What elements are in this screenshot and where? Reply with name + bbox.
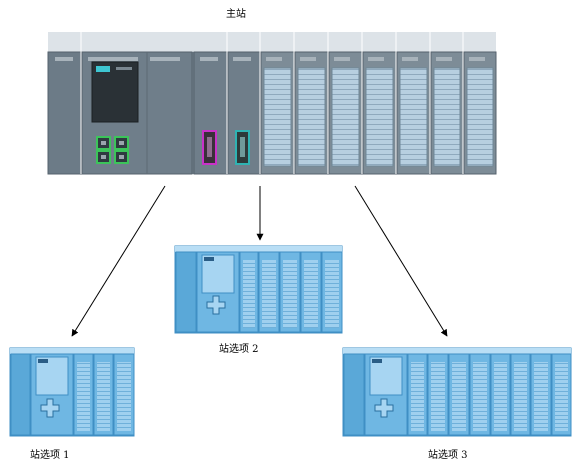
power-supply-module [47, 51, 82, 175]
cpu-module [81, 51, 193, 175]
io-module-4 [294, 51, 329, 175]
option-1-label: 站选项 1 [30, 450, 70, 461]
slot-separators [80, 32, 464, 174]
io-module-8 [430, 51, 464, 175]
option-3-rack [342, 347, 572, 437]
arrow-to-option-3 [354, 185, 448, 337]
option-2-rack [174, 245, 343, 334]
io-module-5 [328, 51, 363, 175]
io-module-3 [260, 51, 295, 175]
cpu-ethernet-ports [96, 136, 129, 164]
comm-module-magenta [193, 51, 228, 175]
master-station-title: 主站 [226, 9, 246, 20]
io-module-9 [463, 51, 497, 175]
rack-header-band [48, 32, 496, 52]
io-modules [260, 51, 497, 175]
io-module-6 [362, 51, 397, 175]
arrow-to-option-1 [71, 185, 166, 337]
option-1-rack [9, 347, 135, 437]
option-2-label: 站选项 2 [219, 344, 259, 355]
main-rack [47, 32, 497, 175]
option-3-label: 站选项 3 [428, 450, 468, 461]
comm-module-teal [227, 51, 261, 175]
connection-arrows [71, 185, 448, 337]
io-module-7 [396, 51, 431, 175]
